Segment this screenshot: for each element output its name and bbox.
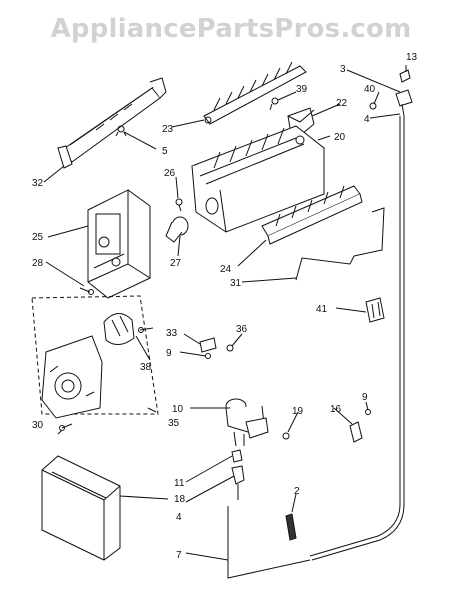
part-33-bracket bbox=[199, 337, 217, 353]
part-2-spring bbox=[285, 513, 297, 541]
part-39-screw bbox=[269, 97, 279, 111]
callout-33: 33 bbox=[166, 328, 178, 339]
callout-22: 22 bbox=[336, 98, 348, 109]
part-9-screw-b bbox=[365, 409, 371, 415]
part-18-ice-bin bbox=[41, 455, 121, 561]
part-40-screw bbox=[369, 102, 377, 110]
part-7-inlet-tube bbox=[227, 506, 311, 579]
callout-28: 28 bbox=[32, 258, 44, 269]
callout-24: 24 bbox=[220, 264, 232, 275]
part-31-shutoff-arm bbox=[295, 207, 385, 281]
part-24-stripper bbox=[261, 185, 363, 245]
callout-9-mid: 9 bbox=[166, 348, 172, 359]
callout-19: 19 bbox=[292, 406, 304, 417]
part-20-ice-mold bbox=[191, 125, 325, 233]
callout-20: 20 bbox=[334, 132, 346, 143]
leader-lines bbox=[43, 65, 407, 561]
part-7-water-tube bbox=[309, 116, 405, 561]
callout-31: 31 bbox=[230, 278, 242, 289]
callout-numbers: 13 3 40 4 39 22 20 23 5 32 26 25 27 28 2… bbox=[32, 52, 418, 561]
part-27-thermostat bbox=[165, 216, 189, 243]
callout-41: 41 bbox=[316, 304, 328, 315]
callout-11: 11 bbox=[174, 478, 185, 489]
callout-39: 39 bbox=[296, 84, 308, 95]
callout-36: 36 bbox=[236, 324, 248, 335]
callout-40: 40 bbox=[364, 84, 376, 95]
part-4-ferrule bbox=[231, 465, 245, 500]
callout-26: 26 bbox=[164, 168, 176, 179]
callout-7: 7 bbox=[176, 550, 182, 561]
part-26-screw bbox=[175, 198, 183, 212]
part-10-water-valve bbox=[225, 398, 269, 447]
callout-10: 10 bbox=[172, 404, 184, 415]
callout-4-bottom: 4 bbox=[176, 512, 182, 523]
part-19-screw bbox=[282, 432, 290, 440]
callout-32: 32 bbox=[32, 178, 44, 189]
part-41-clip bbox=[365, 297, 385, 323]
callout-27: 27 bbox=[170, 258, 182, 269]
callout-25: 25 bbox=[32, 232, 44, 243]
callout-38: 38 bbox=[140, 362, 152, 373]
part-23-ejector-blades bbox=[203, 61, 307, 125]
part-25-housing bbox=[87, 189, 151, 299]
callout-30: 30 bbox=[32, 420, 44, 431]
callout-18: 18 bbox=[174, 494, 186, 505]
callout-13: 13 bbox=[406, 52, 418, 63]
callout-2: 2 bbox=[294, 486, 300, 497]
part-13-fitting bbox=[399, 69, 411, 83]
part-3-nut bbox=[395, 89, 413, 117]
callout-3: 3 bbox=[340, 64, 346, 75]
callout-23: 23 bbox=[162, 124, 174, 135]
part-35-motor-assembly-box bbox=[31, 295, 159, 419]
part-30-screw bbox=[57, 425, 65, 435]
callout-9-right: 9 bbox=[362, 392, 368, 403]
part-16-clamp bbox=[349, 421, 363, 443]
callout-4-top: 4 bbox=[364, 114, 370, 125]
callout-16: 16 bbox=[330, 404, 342, 415]
part-28-screw bbox=[79, 287, 94, 295]
part-11-fitting bbox=[231, 449, 243, 463]
callout-35: 35 bbox=[168, 418, 180, 429]
part-9-screw-a bbox=[205, 353, 211, 359]
callout-5: 5 bbox=[162, 146, 168, 157]
part-32-fill-tube bbox=[57, 77, 167, 169]
watermark: AppliancePartsPros.com bbox=[50, 14, 412, 44]
part-36-screw bbox=[226, 344, 234, 352]
